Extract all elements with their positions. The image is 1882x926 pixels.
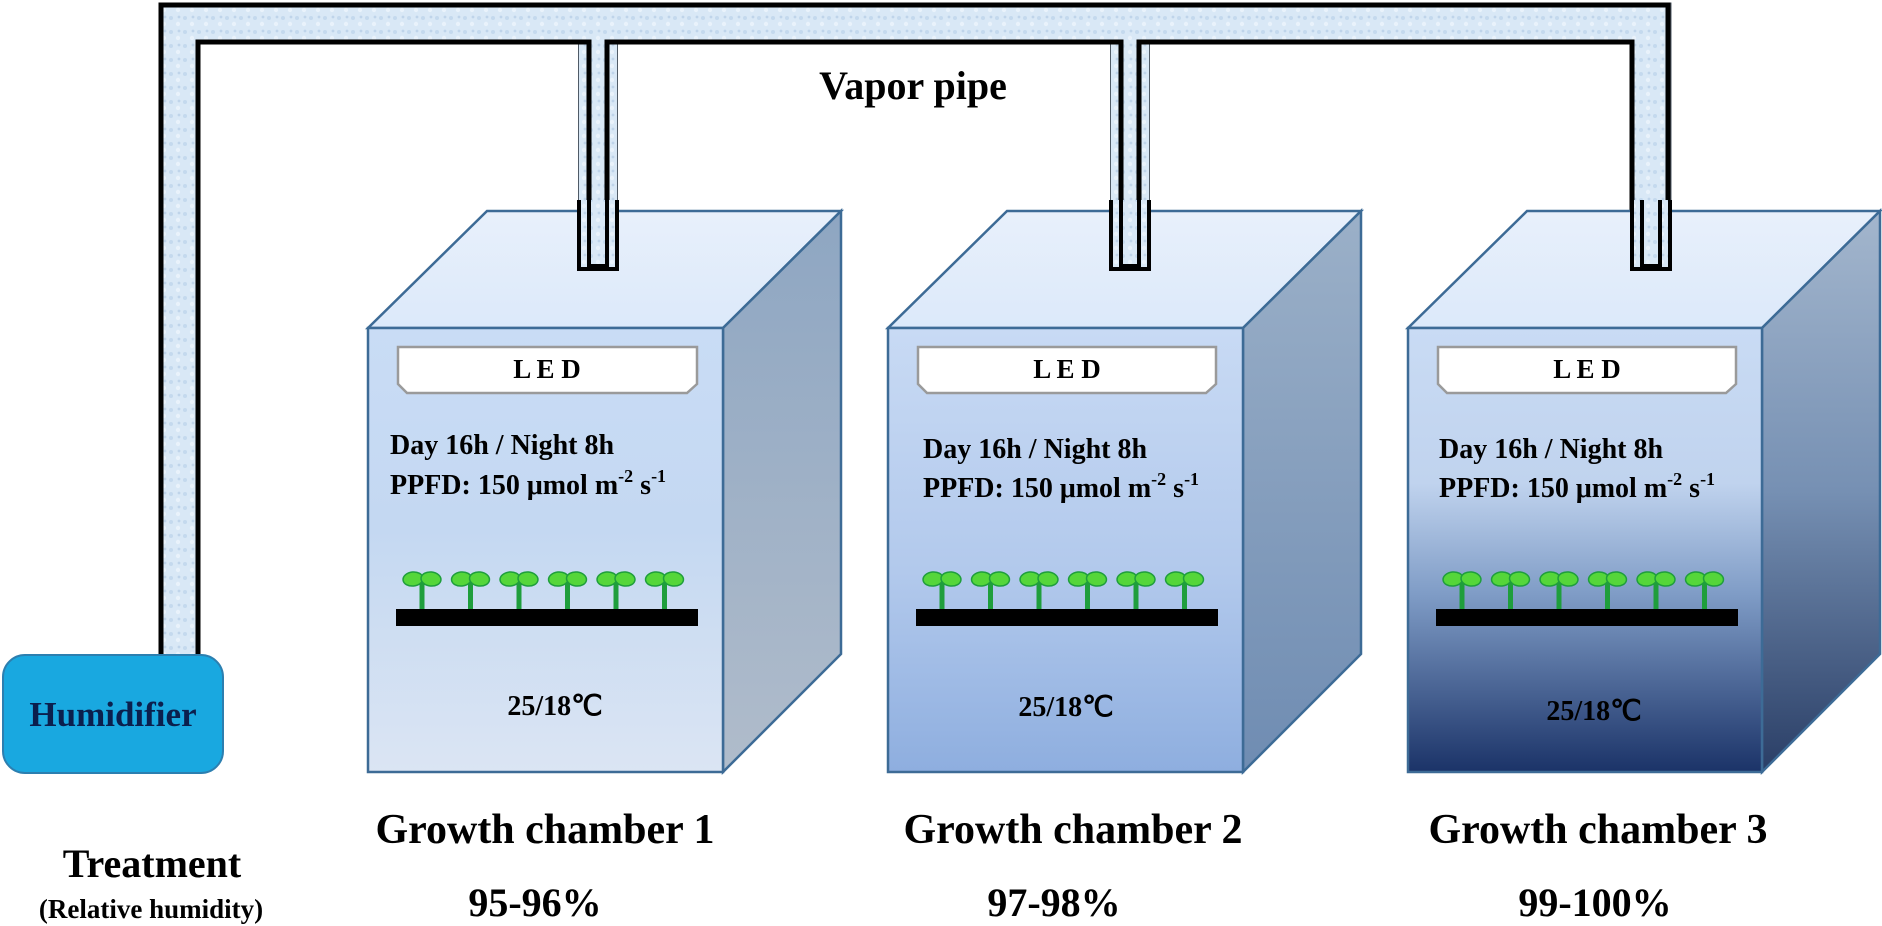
seedling-tray: [396, 609, 698, 626]
seedling-row: [1436, 571, 1738, 626]
seedling-tray: [1436, 609, 1738, 626]
seedling-icon: [499, 571, 539, 609]
growth-chamber-2: L E D Day 16h / Night 8h PPFD: 150 μmol …: [884, 200, 1365, 776]
humidity-value: 97-98%: [987, 880, 1120, 925]
seedling-icon: [1684, 571, 1725, 609]
temperature-text: 25/18℃: [1018, 692, 1113, 723]
led-panel: L E D: [916, 345, 1218, 395]
ppfd-text: PPFD: 150 μmol m-2 s-1: [390, 466, 666, 501]
treatment-subtitle: (Relative humidity): [39, 894, 263, 924]
seedling-icon: [402, 571, 442, 609]
humidity-value: 95-96%: [468, 880, 601, 925]
seedling-icon: [547, 571, 588, 609]
seedling-row: [916, 571, 1218, 626]
led-label: L E D: [513, 354, 581, 384]
led-label: L E D: [1553, 354, 1621, 384]
ppfd-text: PPFD: 150 μmol m-2 s-1: [1439, 469, 1715, 504]
led-panel: L E D: [396, 345, 699, 395]
seedling-icon: [1539, 571, 1579, 609]
treatment-title: Treatment: [63, 841, 242, 886]
growth-chamber-3: L E D Day 16h / Night 8h PPFD: 150 μmol …: [1404, 200, 1882, 776]
seedling-icon: [1116, 571, 1156, 609]
photoperiod-text: Day 16h / Night 8h: [390, 430, 614, 461]
photoperiod-text: Day 16h / Night 8h: [923, 434, 1147, 465]
seedling-icon: [1636, 571, 1676, 609]
growth-chamber-1: L E D Day 16h / Night 8h PPFD: 150 μmol …: [364, 200, 845, 776]
humidifier: Humidifier: [2, 654, 224, 774]
chamber-name: Growth chamber 3: [1428, 807, 1767, 853]
temperature-text: 25/18℃: [1546, 696, 1641, 727]
chamber-name: Growth chamber 1: [375, 807, 714, 853]
seedling-row: [396, 571, 698, 626]
seedling-icon: [1019, 571, 1059, 609]
vapor-pipe-label: Vapor pipe: [819, 63, 1007, 108]
seedling-icon: [1442, 571, 1482, 609]
ppfd-text: PPFD: 150 μmol m-2 s-1: [923, 469, 1199, 504]
seedling-icon: [450, 571, 491, 609]
seedling-icon: [1490, 571, 1531, 609]
seedling-icon: [1164, 571, 1205, 609]
seedling-icon: [644, 571, 685, 609]
led-panel: L E D: [1436, 345, 1738, 395]
chamber-name: Growth chamber 2: [903, 807, 1242, 853]
seedling-tray: [916, 609, 1218, 626]
seedling-icon: [596, 571, 636, 609]
led-label: L E D: [1033, 354, 1101, 384]
seedling-icon: [1587, 571, 1628, 609]
humidifier-label: Humidifier: [29, 695, 196, 734]
seedling-icon: [1067, 571, 1108, 609]
humidity-value: 99-100%: [1518, 880, 1671, 925]
seedling-icon: [922, 571, 962, 609]
seedling-icon: [970, 571, 1011, 609]
temperature-text: 25/18℃: [507, 691, 602, 722]
photoperiod-text: Day 16h / Night 8h: [1439, 434, 1663, 465]
